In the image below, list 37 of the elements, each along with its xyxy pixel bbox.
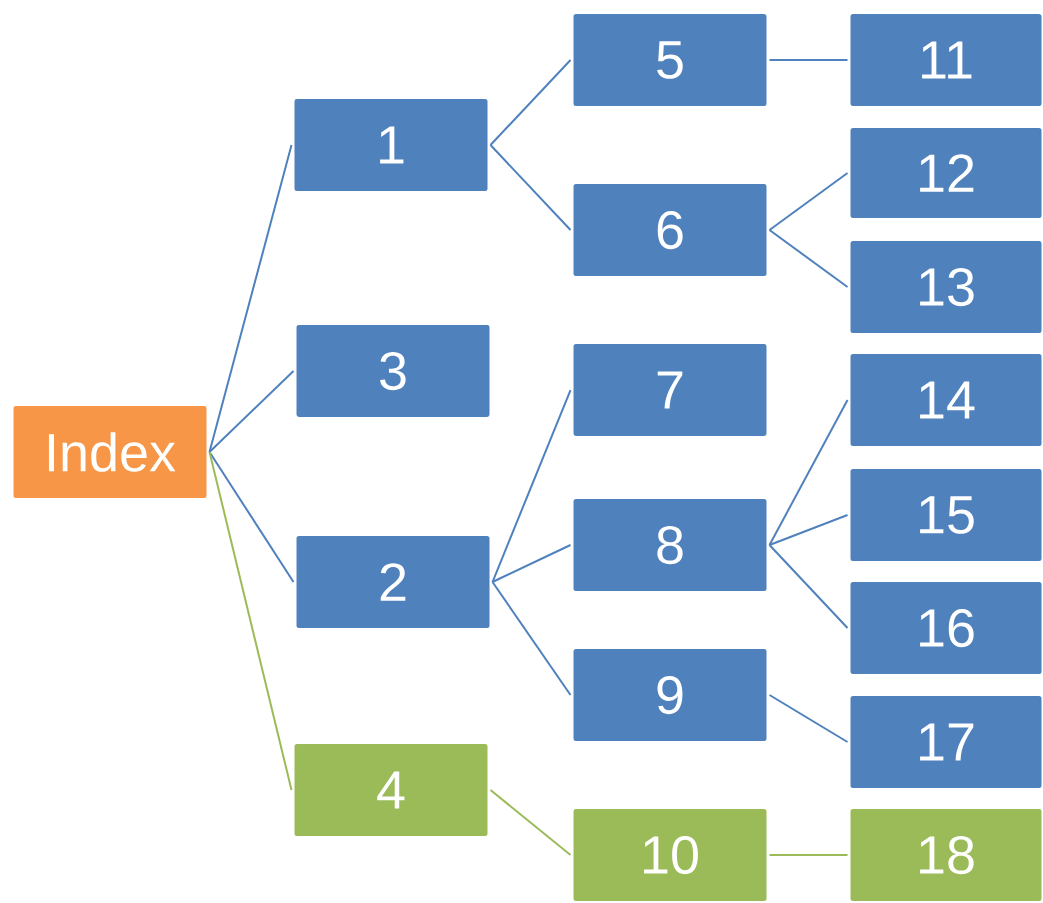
number-box: 4: [291, 741, 491, 839]
number-box: 9: [570, 646, 770, 744]
number-box: 10: [570, 806, 770, 903]
number-box: 14: [847, 351, 1043, 449]
connector-line: [489, 144, 572, 231]
connector-line: [768, 544, 849, 629]
number-box: 7: [570, 341, 770, 439]
connector-line: [768, 514, 849, 546]
number-box: 13: [847, 238, 1043, 336]
number-box: 1: [291, 96, 491, 194]
connector-line: [491, 544, 572, 583]
number-box: 6: [570, 181, 770, 279]
number-box: 11: [847, 11, 1043, 109]
number-box: 15: [847, 466, 1043, 564]
number-box: 12: [847, 125, 1043, 221]
connector-line: [768, 172, 849, 231]
connector-line: [208, 451, 293, 791]
number-box: 18: [847, 806, 1043, 903]
number-box: 17: [847, 693, 1043, 791]
number-box: 8: [570, 496, 770, 594]
connector-line: [208, 144, 293, 453]
connector-line: [208, 451, 295, 583]
connector-line: [489, 789, 572, 856]
number-box: 16: [847, 579, 1043, 677]
number-box: 3: [293, 322, 493, 420]
connector-line: [768, 694, 849, 743]
connector-line: [208, 370, 295, 453]
connector-line: [768, 854, 849, 856]
number-box: 2: [293, 533, 493, 631]
connector-line: [768, 399, 849, 546]
connector-line: [491, 581, 572, 696]
index-box: Index: [10, 403, 210, 501]
connector-line: [491, 389, 572, 583]
number-box: 5: [570, 11, 770, 109]
connector-line: [768, 59, 849, 61]
connector-line: [768, 229, 849, 288]
connector-line: [489, 59, 572, 146]
